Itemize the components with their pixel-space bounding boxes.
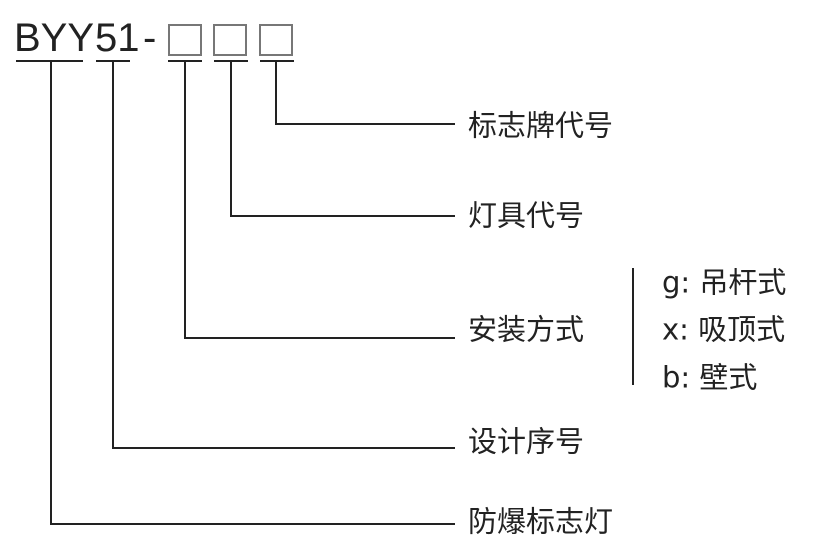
code-dash: - bbox=[143, 16, 157, 60]
placeholder-box-2 bbox=[213, 24, 247, 56]
label-design-seq: 设计序号 bbox=[468, 424, 585, 459]
install-option: x: 吸顶式 bbox=[662, 312, 786, 347]
label-explosion-proof: 防爆标志灯 bbox=[468, 504, 614, 539]
label-lamp-code: 灯具代号 bbox=[468, 198, 585, 233]
code-prefix: BYY bbox=[14, 16, 95, 60]
label-install: 安装方式 bbox=[468, 312, 585, 347]
placeholder-box-1 bbox=[168, 24, 202, 56]
code-series: 51 bbox=[95, 16, 140, 60]
placeholder-box-3 bbox=[259, 24, 293, 56]
label-sign-code: 标志牌代号 bbox=[468, 108, 614, 143]
install-option: g: 吊杆式 bbox=[662, 265, 787, 300]
install-option: b: 壁式 bbox=[662, 360, 758, 395]
